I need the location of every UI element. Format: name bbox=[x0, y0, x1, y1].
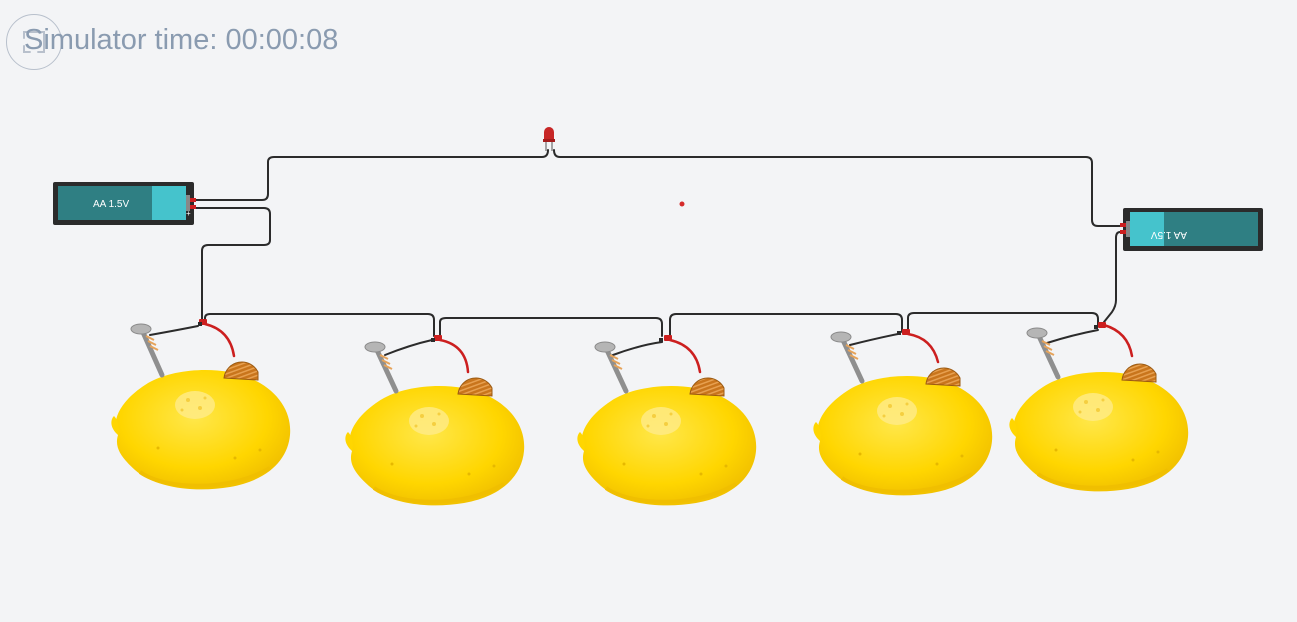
battery-left[interactable]: AA 1.5V + bbox=[53, 182, 196, 225]
lemon-cell-1[interactable] bbox=[109, 367, 293, 492]
lemon-cell-2[interactable] bbox=[343, 383, 527, 508]
red-wires[interactable] bbox=[203, 322, 1134, 374]
wire-top-left[interactable] bbox=[193, 149, 549, 201]
copper-coin-icon[interactable] bbox=[689, 377, 725, 397]
nail-wire-3[interactable] bbox=[612, 341, 663, 356]
nail-wire-1[interactable] bbox=[149, 325, 199, 336]
cursor-dot bbox=[679, 201, 685, 207]
wire-right-down[interactable] bbox=[1103, 231, 1125, 323]
zinc-nail-icon[interactable] bbox=[130, 323, 165, 378]
red-led-icon[interactable] bbox=[543, 127, 555, 151]
wire-top-right[interactable] bbox=[553, 149, 1125, 227]
wire-series-2[interactable] bbox=[439, 317, 663, 337]
zinc-nail-icon[interactable] bbox=[1026, 327, 1061, 380]
copper-coin-icon[interactable] bbox=[457, 377, 493, 397]
lemon-cell-5[interactable] bbox=[1007, 369, 1191, 494]
copper-coin-icon[interactable] bbox=[1121, 363, 1157, 383]
lemon-cell-4[interactable] bbox=[811, 373, 995, 498]
copper-coin-icon[interactable] bbox=[925, 367, 961, 387]
copper-coin-icon[interactable] bbox=[223, 361, 259, 381]
zinc-nail-icon[interactable] bbox=[830, 331, 865, 384]
wires[interactable] bbox=[149, 149, 1125, 356]
wire-series-4[interactable] bbox=[907, 312, 1099, 333]
battery-right[interactable]: AA 1.5V bbox=[1120, 208, 1263, 251]
zinc-nail-icon[interactable] bbox=[594, 341, 629, 394]
nail-wire-4[interactable] bbox=[849, 333, 899, 346]
lemon-cell-3[interactable] bbox=[575, 383, 759, 508]
wire-left-down[interactable] bbox=[193, 207, 271, 323]
battery-left-plus: + bbox=[186, 209, 191, 218]
battery-left-label: AA 1.5V bbox=[93, 199, 129, 210]
zinc-nail-icon[interactable] bbox=[364, 341, 399, 394]
battery-right-label: AA 1.5V bbox=[1151, 229, 1187, 240]
wire-series-1[interactable] bbox=[204, 313, 435, 337]
wire-series-3[interactable] bbox=[669, 313, 903, 337]
fit-to-view-icon[interactable] bbox=[6, 14, 62, 70]
nail-wire-5[interactable] bbox=[1046, 329, 1099, 344]
simulator-time: Simulator time: 00:00:08 bbox=[24, 24, 339, 56]
nail-wire-2[interactable] bbox=[384, 339, 433, 356]
terminals bbox=[199, 319, 1106, 341]
